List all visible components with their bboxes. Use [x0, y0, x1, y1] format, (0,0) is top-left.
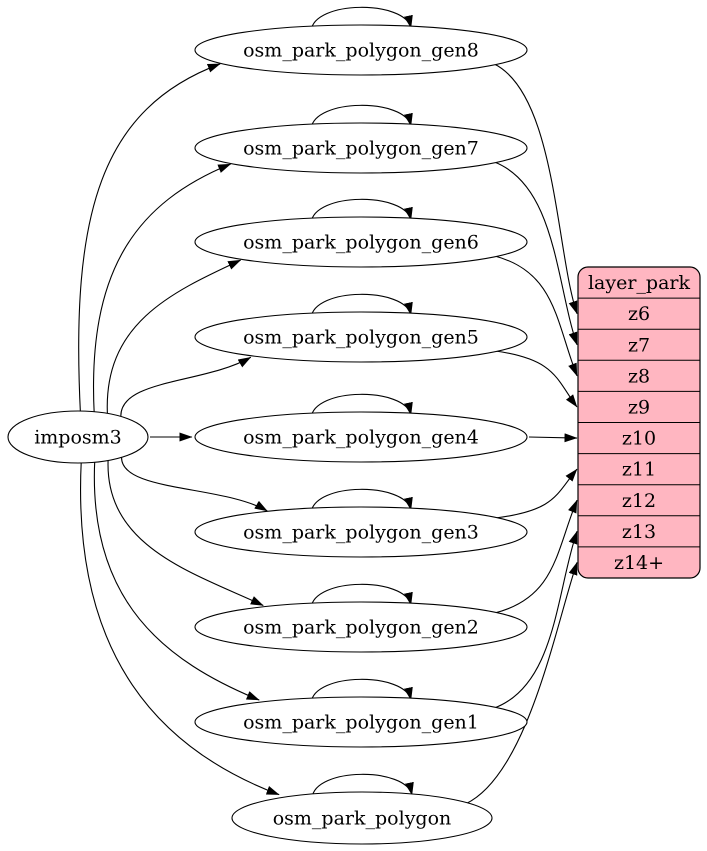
self-loop-edge-osm_park_polygon_gen3: [310, 488, 413, 514]
node-imposm3: imposm3: [7, 410, 149, 464]
edge-osm_park_polygon_gen5-to-z9: [493, 350, 578, 408]
layer-row-label-z7: z7: [628, 334, 650, 356]
edge-imposm3-to-osm_park_polygon_gen7: [92, 163, 232, 415]
edge-osm_park_polygon-to-z14+: [465, 561, 578, 805]
node-osm_park_polygon_gen7: osm_park_polygon_gen7: [194, 122, 528, 174]
self-loop-edge-osm_park_polygon_gen7: [310, 104, 413, 130]
self-loop-edge-osm_park_polygon: [311, 773, 414, 799]
edge-imposm3-to-osm_park_polygon_gen3: [121, 456, 268, 512]
layer-row-label-z9: z9: [628, 396, 650, 418]
self-loop-edge-osm_park_polygon_gen4: [310, 393, 413, 419]
edge-imposm3-to-osm_park_polygon_gen6: [106, 259, 242, 417]
table-node-ellipse: [194, 696, 528, 748]
layer-row-label-z14+: z14+: [614, 552, 664, 574]
table-node-label: osm_park_polygon_gen3: [243, 522, 479, 544]
edge-osm_park_polygon_gen6-to-z8: [493, 255, 578, 377]
table-node-label: osm_park_polygon_gen7: [243, 138, 479, 160]
node-osm_park_polygon_gen1: osm_park_polygon_gen1: [194, 696, 528, 748]
nodes-layer: imposm3 osm_park_polygon_gen8 osm_park_pol…: [7, 24, 701, 845]
edge-imposm3-to-osm_park_polygon_gen8: [78, 63, 221, 414]
layer-row-label-z6: z6: [628, 303, 650, 325]
layer-row-label-z12: z12: [622, 490, 656, 512]
layer-row-label-z10: z10: [622, 428, 656, 450]
node-osm_park_polygon_gen5: osm_park_polygon_gen5: [194, 311, 528, 363]
imposm3-label: imposm3: [34, 427, 122, 449]
layer-row-label-z13: z13: [622, 521, 656, 543]
table-node-ellipse: [194, 601, 528, 653]
table-node-ellipse: [194, 506, 528, 558]
node-osm_park_polygon_gen8: osm_park_polygon_gen8: [194, 24, 528, 76]
node-osm_park_polygon: osm_park_polygon: [231, 791, 493, 845]
edge-osm_park_polygon_gen7-to-z7: [493, 161, 578, 346]
table-node-label: osm_park_polygon: [273, 808, 452, 830]
self-loop-edge-osm_park_polygon_gen8: [310, 6, 413, 32]
table-node-ellipse: [194, 311, 528, 363]
edge-imposm3-to-osm_park_polygon_gen5: [120, 356, 252, 418]
node-osm_park_polygon_gen4: osm_park_polygon_gen4: [194, 411, 528, 463]
table-node-ellipse: [231, 791, 493, 845]
layer-park-title: layer_park: [588, 272, 691, 294]
edges-layer: [78, 6, 578, 805]
layer-park-table: layer_park z6 z7 z8 z9 z10 z11 z12 z13 z14+: [577, 266, 701, 579]
edge-osm_park_polygon_gen1-to-z13: [493, 530, 578, 709]
edge-imposm3-to-osm_park_polygon_gen2: [107, 457, 264, 607]
table-node-label: osm_park_polygon_gen8: [243, 40, 479, 62]
edge-imposm3-to-osm_park_polygon: [79, 460, 280, 796]
table-node-ellipse: [194, 411, 528, 463]
table-node-label: osm_park_polygon_gen2: [243, 617, 479, 639]
table-node-ellipse: [194, 24, 528, 76]
self-loop-edge-osm_park_polygon_gen2: [310, 583, 413, 609]
table-node-label: osm_park_polygon_gen1: [243, 712, 479, 734]
table-node-label: osm_park_polygon_gen6: [243, 232, 479, 254]
table-node-ellipse: [194, 216, 528, 268]
edge-osm_park_polygon_gen3-to-z11: [493, 468, 578, 519]
table-node-ellipse: [194, 122, 528, 174]
node-osm_park_polygon_gen6: osm_park_polygon_gen6: [194, 216, 528, 268]
self-loop-edge-osm_park_polygon_gen6: [310, 198, 413, 224]
edge-osm_park_polygon_gen2-to-z12: [493, 499, 578, 614]
self-loop-edge-osm_park_polygon_gen5: [310, 293, 413, 319]
table-node-label: osm_park_polygon_gen4: [243, 427, 479, 449]
node-osm_park_polygon_gen2: osm_park_polygon_gen2: [194, 601, 528, 653]
edge-imposm3-to-osm_park_polygon_gen1: [93, 459, 260, 701]
imposm3-ellipse: [7, 410, 149, 464]
edge-osm_park_polygon_gen8-to-z6: [493, 63, 578, 315]
node-osm_park_polygon_gen3: osm_park_polygon_gen3: [194, 506, 528, 558]
edge-osm_park_polygon_gen4-to-z10: [528, 433, 578, 443]
self-loop-edge-osm_park_polygon_gen1: [310, 678, 413, 704]
layer-row-label-z8: z8: [628, 365, 650, 387]
table-node-label: osm_park_polygon_gen5: [243, 327, 479, 349]
layer-row-label-z11: z11: [622, 459, 656, 481]
